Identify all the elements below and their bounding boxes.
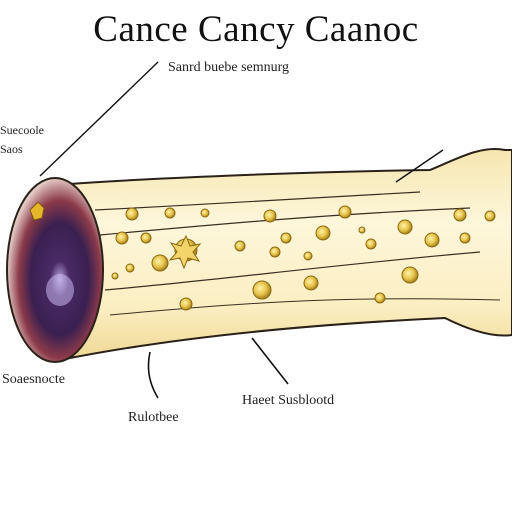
bone-inner-line-top [94,191,421,211]
cancer-cell [303,251,313,261]
cancer-cell [365,238,377,250]
bone-shaft [53,148,512,362]
cancer-cell [397,219,413,235]
cancer-cell [200,208,210,218]
cancer-cell [151,254,169,272]
tumor-star-cell [168,234,202,270]
cancer-cell [453,208,467,222]
label-bottom-middle: Rulotbee [128,410,179,425]
cancer-cell [424,232,440,248]
leader-line-right [395,149,444,183]
cancer-cells [111,205,496,311]
cancer-cell [315,225,331,241]
cancer-cell [401,266,419,284]
marrow-cross-section [6,177,104,363]
cancer-cell [125,263,135,273]
leader-line-bottom-left [147,351,159,399]
cancer-cell [179,297,193,311]
bone-inner-line-low [104,251,481,291]
cancer-cell [484,210,496,222]
cancer-cell [111,272,119,280]
label-bottom-left: Soaesnocte [2,372,65,387]
cancer-cell [338,205,352,219]
cancer-cell [374,292,386,304]
cell-in-marrow [29,201,45,221]
label-left-line2: Saos [0,142,23,156]
diagram-title: Cance Cancy Caanoc [93,9,419,50]
cancer-cell [358,226,366,234]
leader-line-bottom-right [251,337,289,385]
cancer-cell [280,232,292,244]
cancer-cell [303,275,319,291]
cancer-cell [125,207,139,221]
label-top: Sanrd buebe semnurg [168,60,290,75]
cancer-cell [140,232,152,244]
label-bottom-right: Haeet Susblootd [242,393,335,408]
cancer-cell [164,207,176,219]
cancer-cell [234,240,246,252]
cancer-cell [269,246,281,258]
cancer-cell [263,209,277,223]
bone-inner-line-mid [99,207,471,236]
label-left-line1: Suecoole [0,123,44,137]
cancer-cell [115,231,129,245]
leader-line-top [39,61,159,177]
marrow-core-glow [46,274,74,306]
cancer-cell [459,232,471,244]
cancer-cell [252,280,272,300]
bone-inner-line-bottom [109,298,501,316]
